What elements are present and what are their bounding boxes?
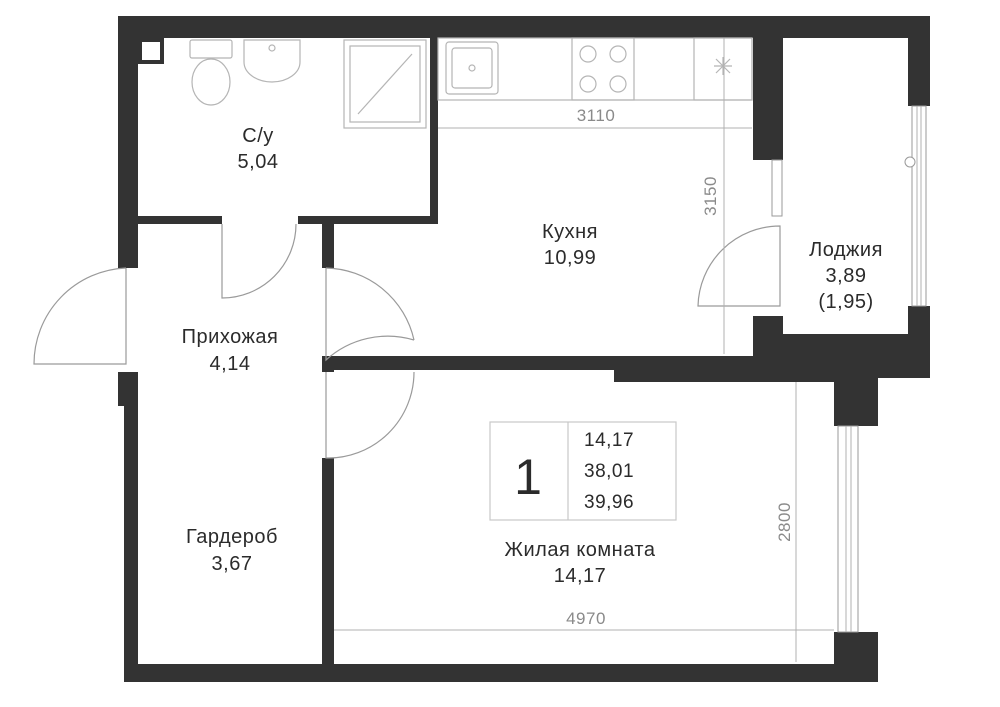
rooms-count: 1	[514, 449, 542, 505]
sink-icon	[445, 41, 499, 95]
dimension-living-width: 4970	[566, 609, 606, 628]
room-name-hallway: Прихожая	[182, 326, 279, 348]
toilet-icon	[189, 39, 233, 106]
room-name-living: Жилая комната	[505, 539, 656, 561]
living-area-value: 14,17	[584, 430, 634, 451]
room-name-bathroom: С/у	[242, 125, 274, 147]
room-name-loggia: Лоджия	[809, 239, 883, 261]
total-area-value: 39,96	[584, 492, 634, 513]
dimension-living-depth: 2800	[775, 502, 794, 542]
room-area-loggia: 3,89	[826, 265, 867, 287]
summary-box: 1 14,17 38,01 39,96	[489, 421, 677, 521]
walls	[118, 16, 930, 682]
room-area-kitchen: 10,99	[544, 247, 597, 269]
room-area-reduced-loggia: (1,95)	[818, 291, 873, 313]
usable-area-value: 38,01	[584, 461, 634, 482]
shower-icon	[343, 39, 427, 129]
fixtures	[189, 37, 753, 129]
room-area-hallway: 4,14	[210, 353, 251, 375]
room-area-wardrobe: 3,67	[212, 553, 253, 575]
room-name-wardrobe: Гардероб	[186, 526, 278, 548]
dimension-lines	[334, 38, 834, 662]
washbasin-icon	[243, 39, 301, 83]
kitchen-counter	[437, 37, 753, 101]
room-name-kitchen: Кухня	[542, 221, 598, 243]
dimension-kitchen-depth: 3150	[701, 176, 720, 216]
stove-icon	[571, 37, 635, 101]
doors	[33, 223, 781, 459]
room-area-living: 14,17	[554, 565, 607, 587]
boiler-icon	[693, 37, 753, 101]
room-area-bathroom: 5,04	[238, 151, 279, 173]
dimension-kitchen-width: 3110	[577, 106, 616, 125]
windows	[771, 105, 927, 633]
